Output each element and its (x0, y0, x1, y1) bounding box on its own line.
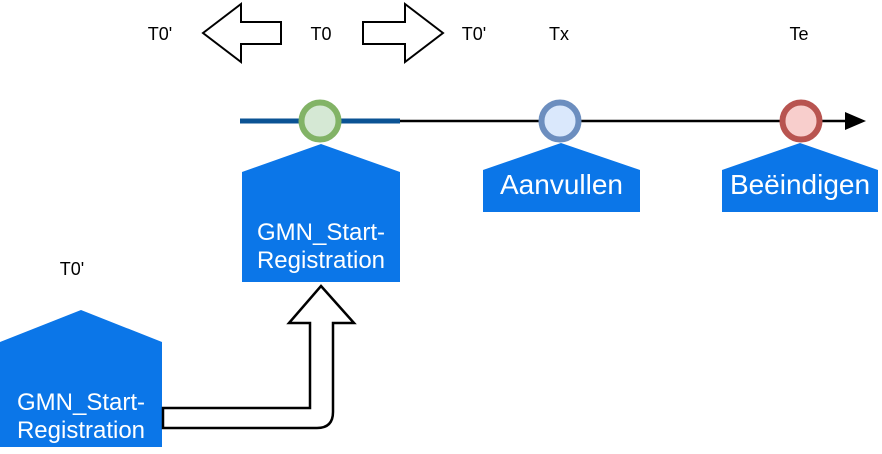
event-aanvullen-label: Aanvullen (500, 169, 623, 200)
label-t0-prime-source: T0' (59, 259, 85, 279)
shift-right-arrow-icon (362, 1, 445, 65)
event-beeindigen-label: Beëindigen (729, 169, 871, 200)
event-shape-beeindigen (722, 143, 878, 212)
event-shape-start-registration (242, 144, 400, 282)
shift-left-arrow-icon (201, 1, 282, 65)
event-source-registration-line2: Registration (16, 417, 146, 444)
label-t0: T0 (310, 24, 332, 44)
milestone-circle-t0-green (298, 99, 342, 143)
label-t0-prime-left: T0' (147, 24, 173, 44)
milestone-circle-tx-blue (538, 99, 582, 143)
event-start-registration-label: GMN_Start- Registration (242, 219, 400, 275)
event-shape-aanvullen (483, 143, 640, 212)
event-start-registration-line1: GMN_Start- (256, 219, 385, 246)
source-link-arrow-icon (161, 284, 357, 430)
event-source-registration-line1: GMN_Start- (16, 389, 145, 416)
label-t0-prime-right: T0' (461, 24, 487, 44)
event-shape-source-registration (0, 310, 162, 447)
timeline-arrowhead-icon (845, 112, 866, 130)
label-tx: Tx (549, 24, 569, 44)
milestone-circle-te-red (779, 99, 823, 143)
event-source-registration-label: GMN_Start- Registration (0, 389, 162, 445)
event-start-registration-line2: Registration (256, 247, 386, 274)
label-te: Te (789, 24, 809, 44)
